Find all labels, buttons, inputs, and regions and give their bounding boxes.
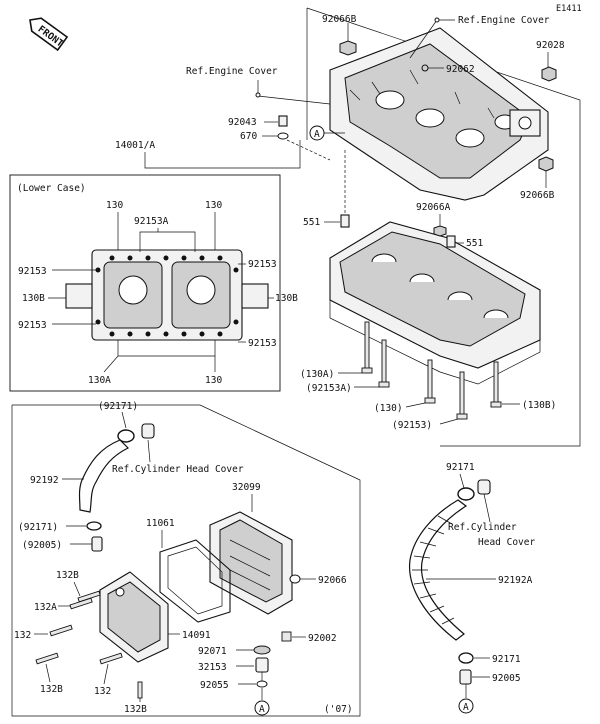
label-132-1: 132 xyxy=(14,630,31,641)
label-14091: 14091 xyxy=(182,630,211,641)
label-132B-3: 132B xyxy=(124,704,147,715)
label-92071: 92071 xyxy=(198,646,227,657)
label-132A: 132A xyxy=(34,602,57,613)
fitting-92005-bottom xyxy=(459,669,472,685)
label-130B-paren: (130B) xyxy=(522,400,556,411)
breather-hose-92192 xyxy=(78,439,130,513)
cover-bolts xyxy=(35,590,143,699)
clamp-92171-top xyxy=(117,423,155,443)
clamp-92171-bottom xyxy=(458,652,474,664)
label-92062: 92062 xyxy=(446,64,475,75)
label-92066A: 92066A xyxy=(416,202,451,213)
dowel-551-right xyxy=(446,235,456,248)
o-ring-92066 xyxy=(289,574,301,584)
label-92005-paren: (92005) xyxy=(22,540,62,551)
label-ref-cyl-head-cover-2b: Head Cover xyxy=(478,537,535,548)
page-code: E1411 xyxy=(556,4,582,14)
label-92171-right: 92171 xyxy=(446,462,475,473)
label-130-paren: (130) xyxy=(374,403,403,414)
dowel-551-left xyxy=(340,214,350,228)
label-132B-2: 132B xyxy=(40,684,63,695)
lower-case-bottom-view xyxy=(65,249,269,341)
label-130B-r: 130B xyxy=(275,293,298,304)
label-92066: 92066 xyxy=(318,575,347,586)
label-92005-bottom: 92005 xyxy=(492,673,521,684)
plug-92002 xyxy=(281,631,292,642)
label-130A-paren: (130A) xyxy=(300,369,334,380)
label-92192: 92192 xyxy=(30,475,59,486)
pipe-32153 xyxy=(255,657,269,673)
label-92153A-paren: (92153A) xyxy=(306,383,352,394)
label-32099: 32099 xyxy=(232,482,261,493)
label-92171-bottom: 92171 xyxy=(492,654,521,665)
label-92055: 92055 xyxy=(200,680,229,691)
label-ref-cyl-head-cover-1: Ref.Cylinder Head Cover xyxy=(112,464,244,475)
label-92171-paren: (92171) xyxy=(18,522,58,533)
clamp-92171-mid xyxy=(86,521,102,531)
lower-case-box xyxy=(9,174,281,392)
label-92153-paren: (92153) xyxy=(392,420,432,431)
label-130B-l: 130B xyxy=(22,293,45,304)
label-14001A: 14001/A xyxy=(115,140,155,151)
label-11061: 11061 xyxy=(146,518,175,529)
dowel-pin-92043 xyxy=(278,115,288,127)
lower-crankcase xyxy=(329,221,541,385)
label-132B-1: 132B xyxy=(56,570,79,581)
plug-92028 xyxy=(541,66,557,82)
label-lower-case: (Lower Case) xyxy=(17,183,86,194)
label-670: 670 xyxy=(240,131,257,142)
label-551-left: 551 xyxy=(303,217,320,228)
label-92043: 92043 xyxy=(228,117,257,128)
cover-group-outline xyxy=(11,404,361,717)
o-ring-92055 xyxy=(256,680,268,688)
label-132-2: 132 xyxy=(94,686,111,697)
cover-14091 xyxy=(99,571,169,663)
svg-text:A: A xyxy=(259,704,265,715)
label-92153-l1: 92153 xyxy=(18,266,47,277)
ref-marker-a-right: A xyxy=(458,698,474,714)
breather-hose-92192A xyxy=(408,499,468,641)
fitting-92005-mid xyxy=(91,536,103,552)
o-ring-670 xyxy=(277,132,289,140)
svg-text:A: A xyxy=(463,702,469,713)
label-92153-r2: 92153 xyxy=(248,338,277,349)
svg-text:A: A xyxy=(314,129,320,140)
label-130-c: 130 xyxy=(205,375,222,386)
upper-crankcase xyxy=(329,27,549,201)
label-ref-cyl-head-cover-2a: Ref.Cylinder xyxy=(448,522,517,533)
label-ref-engine-cover-top: Ref.Engine Cover xyxy=(458,15,550,26)
front-direction-arrow-icon: FRONT xyxy=(29,17,69,52)
label-92153-l2: 92153 xyxy=(18,320,47,331)
label-92153-r1: 92153 xyxy=(248,259,277,270)
ref-marker-a-top: A xyxy=(309,125,325,141)
nut-92066B-top xyxy=(339,40,357,56)
gasket-92071 xyxy=(253,645,271,655)
label-92171-top: (92171) xyxy=(98,401,138,412)
label-32153: 32153 xyxy=(198,662,227,673)
label-92066B-right: 92066B xyxy=(520,190,555,201)
label-92153A: 92153A xyxy=(134,216,169,227)
plug-92066A xyxy=(433,225,447,237)
label-year-note: ('07) xyxy=(324,704,353,715)
label-130-b: 130 xyxy=(205,200,222,211)
label-ref-engine-cover-left: Ref.Engine Cover xyxy=(186,66,278,77)
label-92028: 92028 xyxy=(536,40,565,51)
ref-marker-a-bottom: A xyxy=(254,700,270,716)
label-130-a: 130 xyxy=(106,200,123,211)
label-130A: 130A xyxy=(88,375,111,386)
nut-92066B-right xyxy=(538,156,554,172)
label-92002: 92002 xyxy=(308,633,337,644)
label-92192A: 92192A xyxy=(498,575,533,586)
lower-case-bolts xyxy=(361,321,502,420)
label-551-right: 551 xyxy=(466,238,483,249)
label-92066B-top: 92066B xyxy=(322,14,357,25)
gasket-11061 xyxy=(159,539,231,623)
